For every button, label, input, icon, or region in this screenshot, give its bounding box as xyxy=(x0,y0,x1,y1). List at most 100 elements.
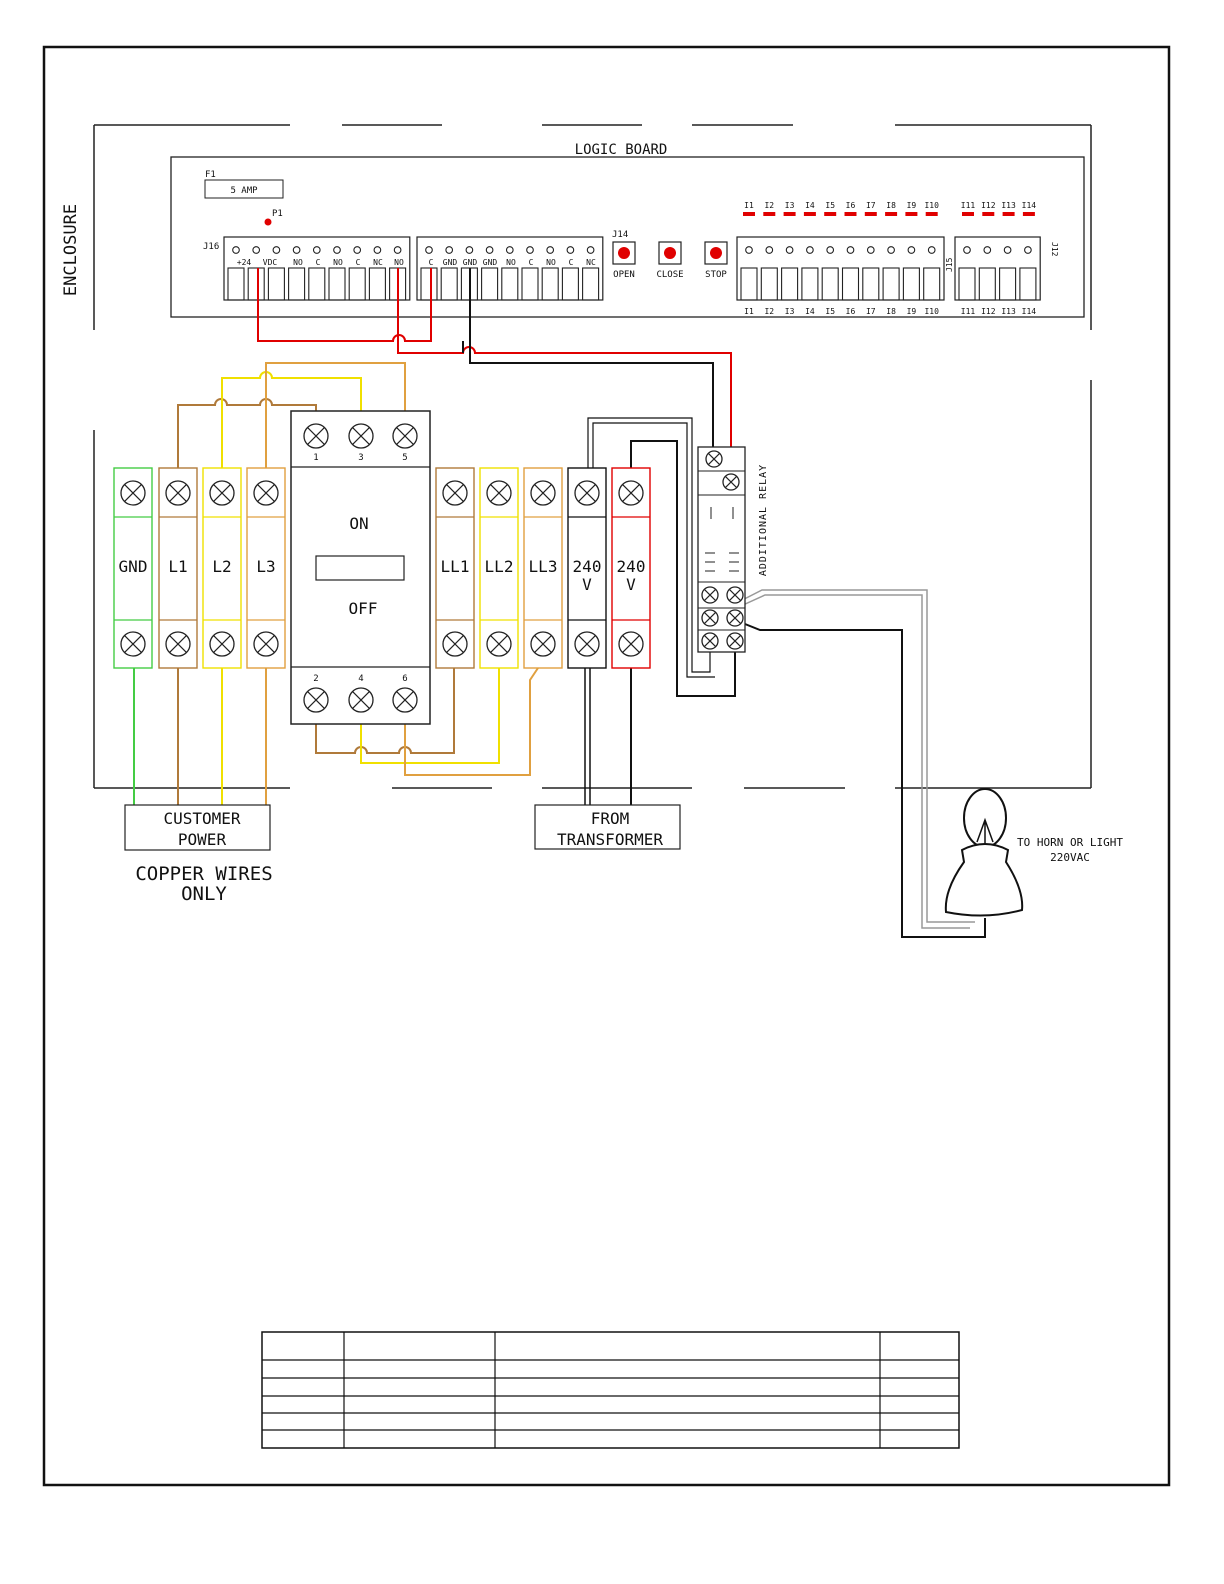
terminal-label: GND xyxy=(119,557,148,576)
enclosure-outline xyxy=(93,124,1092,789)
terminal-block: LL3 xyxy=(523,467,563,669)
j16-pin-label: C xyxy=(356,258,361,267)
fuse-icon xyxy=(204,179,284,199)
page-border xyxy=(42,45,1171,1487)
pin-hole xyxy=(785,246,794,254)
j16-pin-label: C xyxy=(316,258,321,267)
terminal-screw-icon xyxy=(209,631,235,657)
switch-terminal-number: 5 xyxy=(402,453,407,463)
relay-screw-icon xyxy=(726,586,744,604)
input-label-top: I12 xyxy=(981,201,996,210)
board-button-open[interactable]: OPEN xyxy=(612,241,636,280)
input-label-bottom: I5 xyxy=(825,307,835,316)
transformer-box: FROM TRANSFORMER xyxy=(534,804,681,850)
input-label-bottom: I4 xyxy=(805,307,815,316)
fuse-rating: 5 AMP xyxy=(230,186,258,196)
j14-pin-label: GND xyxy=(483,258,498,267)
pin-hole xyxy=(445,246,454,254)
screw-terminal xyxy=(561,267,579,301)
input-label-top: I14 xyxy=(1022,201,1037,210)
pin-hole xyxy=(586,246,595,254)
pin-hole xyxy=(806,246,814,254)
j16-pin-label: NC xyxy=(373,258,383,267)
terminal-label: 240 xyxy=(617,557,646,576)
input-label-top: I5 xyxy=(825,201,835,210)
input-label-top: I1 xyxy=(744,201,754,210)
input-label-bottom: I2 xyxy=(764,307,774,316)
fuse-ref: F1 xyxy=(205,170,216,180)
customer-power-line1: CUSTOMER xyxy=(163,809,240,828)
pin-hole xyxy=(333,246,341,254)
screw-terminal xyxy=(1019,267,1037,301)
board-button-stop[interactable]: STOP xyxy=(704,241,728,280)
screw-terminal xyxy=(582,267,600,301)
transformer-line1: FROM xyxy=(591,809,630,828)
input-label-bottom: I7 xyxy=(866,307,876,316)
pin-hole xyxy=(907,246,916,254)
switch-terminal-screw-icon xyxy=(348,423,374,449)
led-ref: P1 xyxy=(272,209,283,219)
screw-terminal xyxy=(328,267,346,301)
input-label-bottom: I12 xyxy=(981,307,996,316)
board-button-close[interactable]: CLOSE xyxy=(656,241,684,280)
switch-terminal-number: 3 xyxy=(358,453,363,463)
terminal-label: LL1 xyxy=(441,557,470,576)
screw-terminal xyxy=(781,267,799,301)
switch-handle[interactable] xyxy=(315,555,405,581)
terminal-label: LL2 xyxy=(485,557,514,576)
screw-terminal xyxy=(902,267,920,301)
terminal-block: LL2 xyxy=(479,467,519,669)
j14-pin-label: GND xyxy=(463,258,478,267)
screw-terminal xyxy=(541,267,559,301)
j16-pin-label: VDC xyxy=(263,258,278,267)
terminal-screw-icon xyxy=(165,631,191,657)
j14-pin-label: NO xyxy=(546,258,556,267)
additional-relay: ADDITIONAL RELAY xyxy=(697,446,769,653)
switch-terminal-screw-icon xyxy=(303,423,329,449)
screw-terminal xyxy=(841,267,860,301)
pin-hole xyxy=(1003,246,1012,254)
input-label-top: I7 xyxy=(866,201,876,210)
relay-screw-icon xyxy=(726,609,744,627)
pin-hole xyxy=(566,246,575,254)
terminal-screw-icon xyxy=(442,480,468,506)
input-label-top: I3 xyxy=(785,201,795,210)
relay-screw-icon xyxy=(705,450,723,468)
pin-hole xyxy=(866,246,875,254)
pin-hole xyxy=(232,246,240,254)
j16-pin-label: NO xyxy=(394,258,404,267)
input-label-bottom: I14 xyxy=(1022,307,1037,316)
j14-pin-label: C xyxy=(529,258,534,267)
terminal-screw-icon xyxy=(530,480,556,506)
title-block-table xyxy=(261,1331,960,1449)
switch-off-label: OFF xyxy=(349,599,378,618)
input-label-top: I10 xyxy=(924,201,939,210)
terminal-screw-icon xyxy=(486,631,512,657)
board-button-label: CLOSE xyxy=(656,270,683,280)
switch-terminal-number: 2 xyxy=(313,674,318,684)
input-label-bottom: I8 xyxy=(886,307,896,316)
j16-label: J16 xyxy=(203,242,219,252)
relay-screw-icon xyxy=(722,473,740,491)
input-label-top: I8 xyxy=(886,201,896,210)
pin-hole xyxy=(1024,246,1032,254)
input-label-top: I9 xyxy=(907,201,917,210)
led-icon xyxy=(264,218,272,226)
terminal-screw-icon xyxy=(253,480,279,506)
terminal-screw-icon xyxy=(165,480,191,506)
pin-hole xyxy=(373,246,382,254)
j14-label: J14 xyxy=(612,230,628,240)
pin-hole xyxy=(826,246,835,254)
pin-hole xyxy=(465,246,474,254)
pin-hole xyxy=(887,246,895,254)
terminal-screw-icon xyxy=(530,631,556,657)
connector-j15 xyxy=(736,236,945,301)
screw-terminal xyxy=(521,267,539,301)
input-label-top: I2 xyxy=(764,201,774,210)
input-led-row: I1I1I2I2I3I3I4I4I5I5I6I6I7I7I8I8I9I9I10I… xyxy=(743,201,1036,316)
terminal-block: LL1 xyxy=(435,467,475,669)
